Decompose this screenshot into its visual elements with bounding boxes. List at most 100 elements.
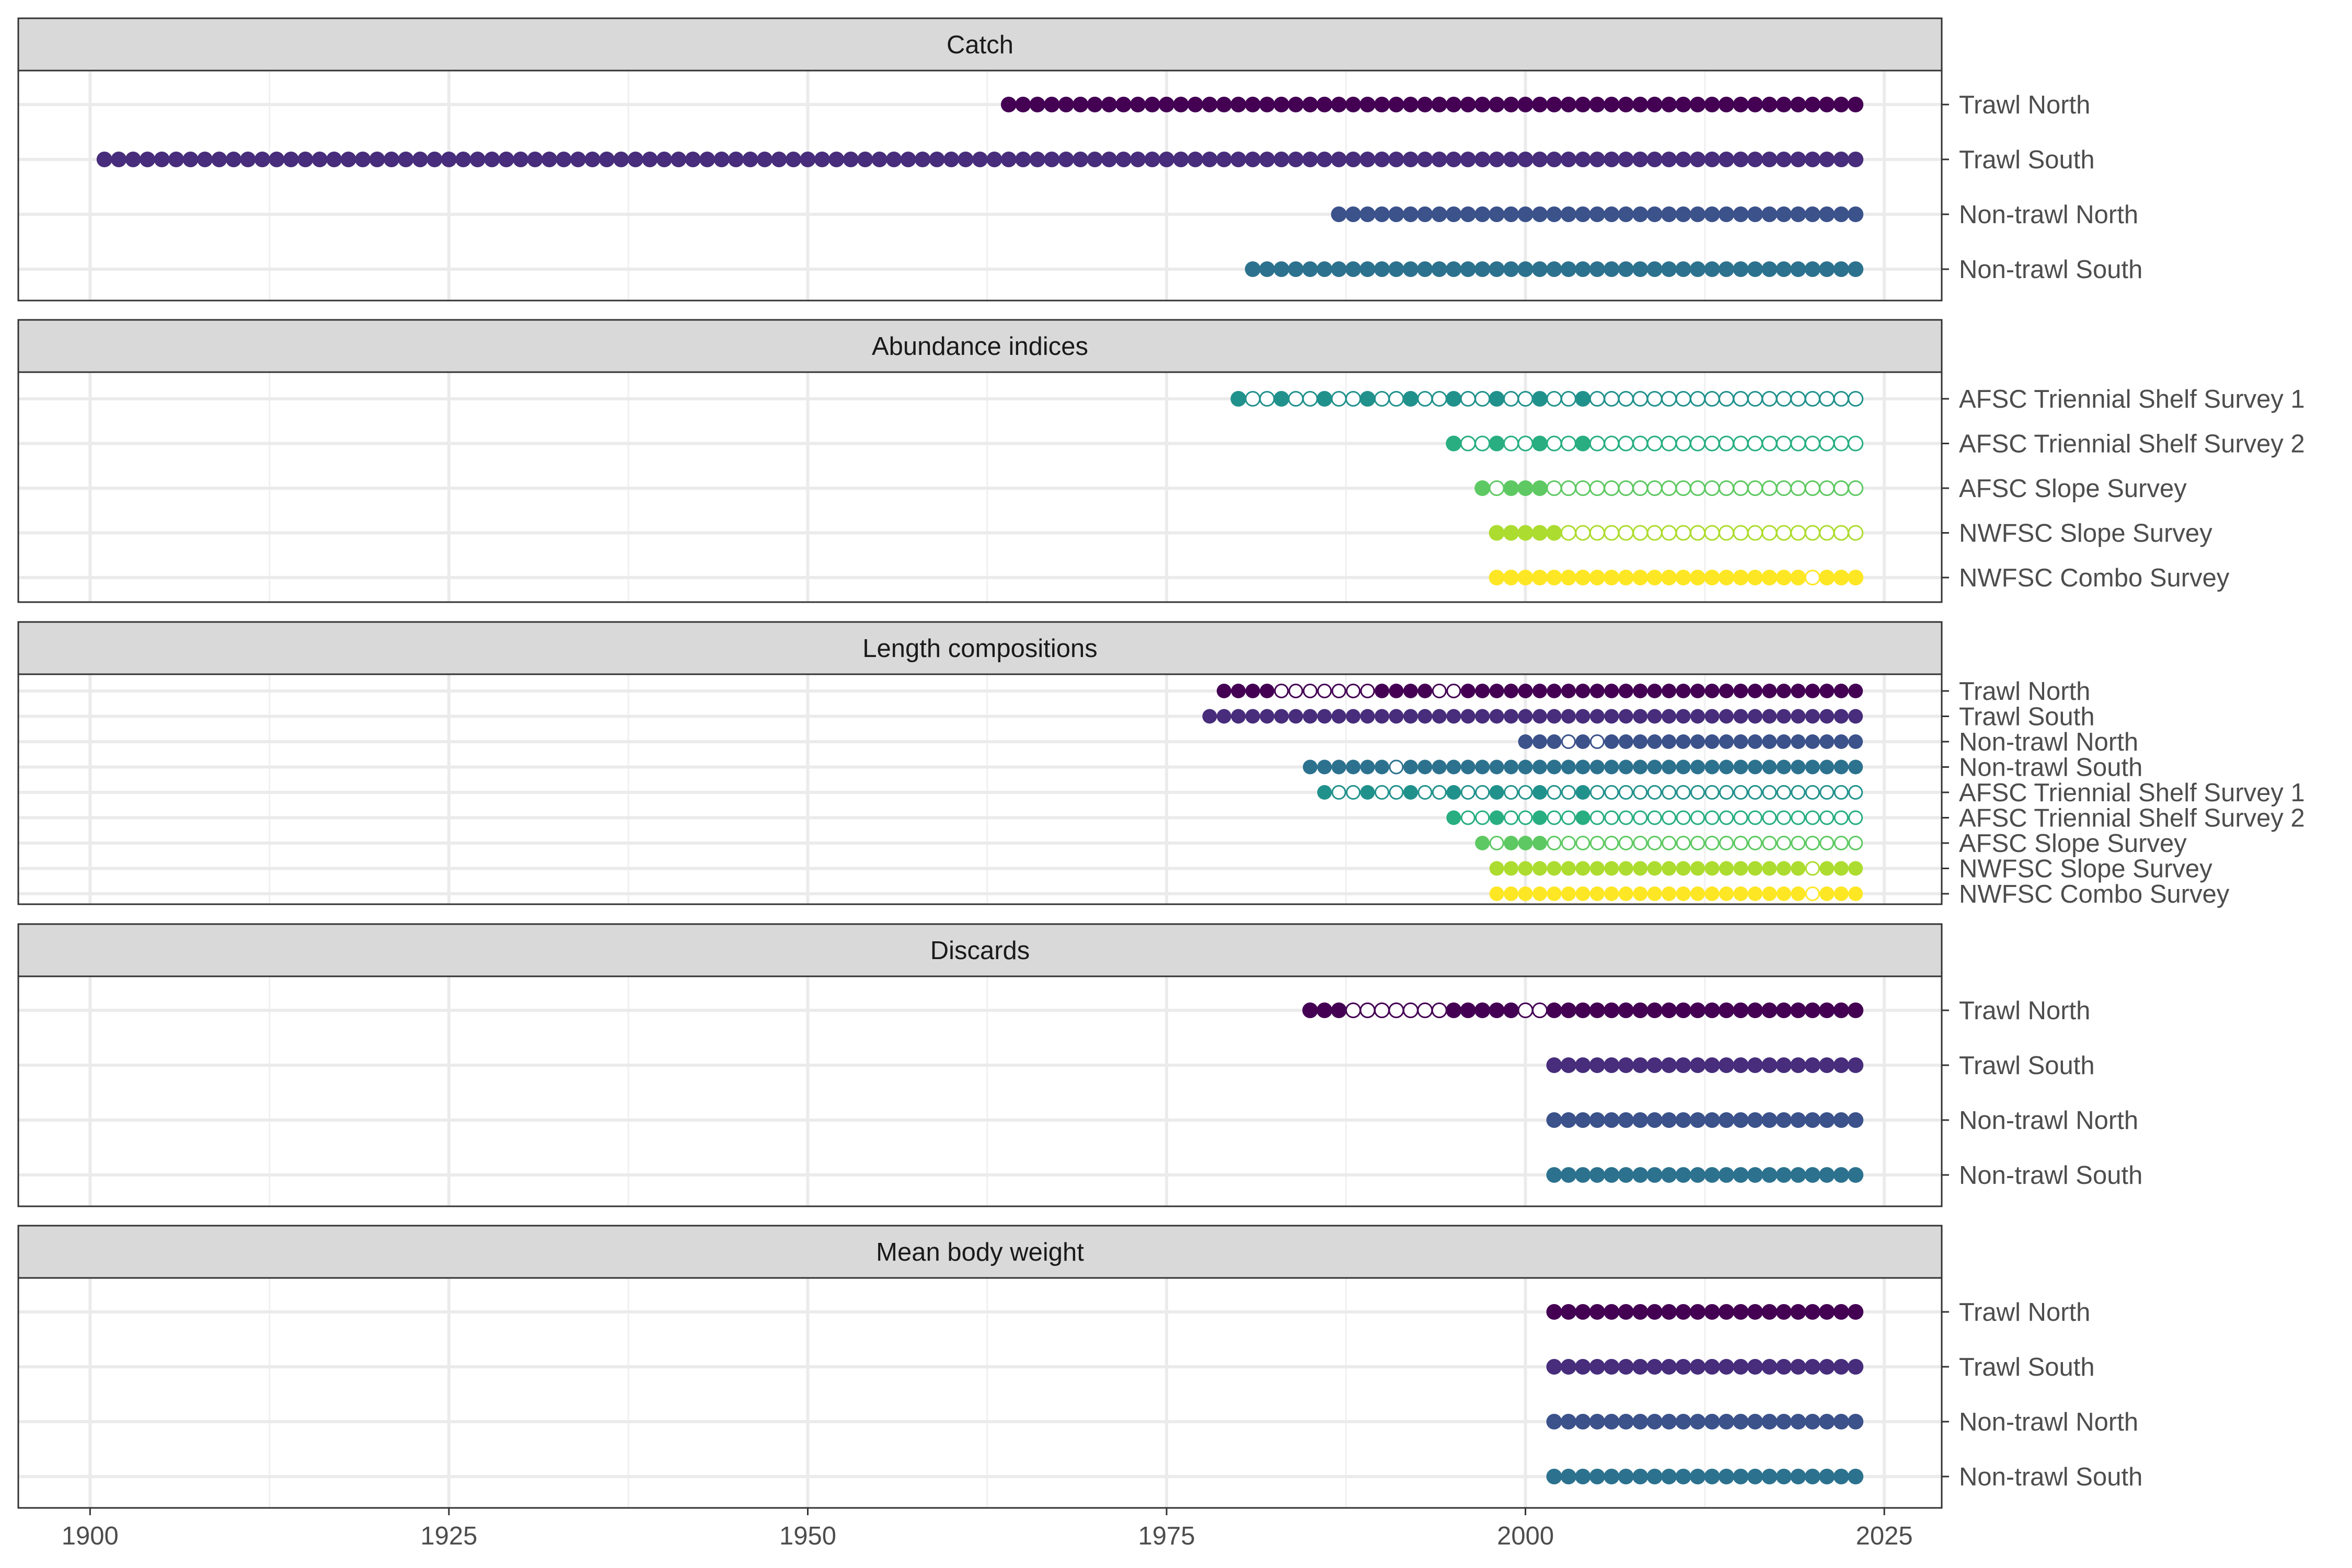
data-point [1604, 1057, 1620, 1073]
data-point [1216, 97, 1232, 112]
data-point-open [1661, 391, 1677, 407]
data-point [1804, 1304, 1820, 1320]
data-point [1704, 1414, 1720, 1429]
data-point [1575, 1002, 1591, 1018]
data-point-open [1733, 435, 1749, 452]
data-point-open [1733, 785, 1748, 800]
data-point [1833, 1469, 1849, 1484]
data-point [1460, 152, 1476, 167]
data-point [1733, 1469, 1749, 1484]
data-point [1101, 152, 1117, 167]
data-point [1675, 97, 1691, 112]
data-point-open [1646, 391, 1663, 407]
data-point [1646, 152, 1663, 167]
data-point [1273, 152, 1289, 167]
data-point [1503, 525, 1519, 541]
data-point [1747, 1469, 1763, 1484]
data-point [1704, 1002, 1720, 1018]
data-point [1575, 1112, 1591, 1128]
data-point [1633, 861, 1648, 876]
data-point [1073, 97, 1089, 112]
data-point [1690, 206, 1706, 222]
row-trawl-north [1302, 1002, 1864, 1018]
x-tick-label: 2025 [1856, 1522, 1913, 1550]
data-point [1632, 570, 1648, 585]
data-point-open [1618, 480, 1634, 496]
data-point [1517, 570, 1534, 585]
data-point [1546, 1057, 1562, 1073]
data-point [800, 152, 816, 167]
data-point [1747, 1057, 1763, 1073]
data-point [1761, 1304, 1778, 1320]
data-point [1346, 709, 1361, 724]
data-point [1518, 861, 1533, 876]
data-point [1589, 1057, 1605, 1073]
data-point [1790, 206, 1806, 222]
data-point-open [1762, 785, 1777, 800]
data-point [1761, 97, 1778, 112]
data-point [1101, 97, 1117, 112]
data-point [1618, 1057, 1634, 1073]
y-tick-label: AFSC Slope Survey [1959, 475, 2187, 503]
y-tick-label: Non-trawl North [1959, 728, 2138, 756]
data-point [1618, 152, 1634, 167]
data-point [1646, 1304, 1663, 1320]
data-point [1848, 261, 1864, 277]
data-point [1403, 759, 1418, 775]
data-point [1647, 861, 1662, 876]
data-point [1503, 206, 1519, 222]
data-point [656, 152, 672, 167]
data-point [1632, 97, 1648, 112]
data-point [1618, 206, 1634, 222]
data-point [1575, 810, 1590, 825]
data-point [1532, 684, 1548, 698]
data-point [1632, 1304, 1648, 1320]
data-point-open [1834, 836, 1849, 850]
data-point [1489, 570, 1505, 585]
data-point [1633, 684, 1648, 698]
data-point [1446, 709, 1461, 724]
data-point-open [1504, 785, 1519, 800]
data-point [1015, 97, 1031, 112]
data-point [1446, 785, 1461, 800]
data-point [1762, 734, 1777, 749]
row-non-trawl-north [1546, 1112, 1864, 1128]
data-point [943, 152, 960, 167]
data-point-open [1790, 480, 1806, 496]
data-point [1589, 886, 1605, 901]
data-point [1446, 152, 1462, 167]
data-point-open [1417, 391, 1433, 407]
data-point-open [1618, 836, 1633, 850]
data-point-open [1675, 391, 1691, 407]
data-point-open [1331, 785, 1346, 800]
data-point [1819, 684, 1835, 698]
panel-title: Abundance indices [872, 332, 1088, 361]
y-tick-label: Trawl North [1959, 1298, 2090, 1327]
data-point [1231, 709, 1246, 724]
data-point [1231, 684, 1246, 698]
data-point-open [1747, 525, 1763, 541]
data-point [972, 152, 988, 167]
data-point [1632, 1167, 1648, 1183]
data-point [1547, 684, 1562, 698]
data-point [1589, 261, 1605, 277]
data-point [1359, 206, 1376, 222]
data-point [1058, 152, 1074, 167]
row-non-trawl-south [1244, 261, 1864, 277]
data-point [1374, 206, 1390, 222]
data-point [1761, 1057, 1778, 1073]
row-non-trawl-south [1546, 1469, 1864, 1484]
data-point [1819, 759, 1835, 775]
data-point [1446, 206, 1462, 222]
data-point [1546, 97, 1562, 112]
data-point [1575, 261, 1591, 277]
data-point [1560, 97, 1576, 112]
data-point [1776, 886, 1791, 901]
data-point [1618, 1112, 1634, 1128]
data-point [1130, 97, 1146, 112]
data-point [1173, 152, 1189, 167]
data-point [1690, 886, 1705, 901]
data-point [1733, 1057, 1749, 1073]
data-point [1762, 861, 1777, 876]
x-tick-label: 1975 [1138, 1522, 1195, 1550]
